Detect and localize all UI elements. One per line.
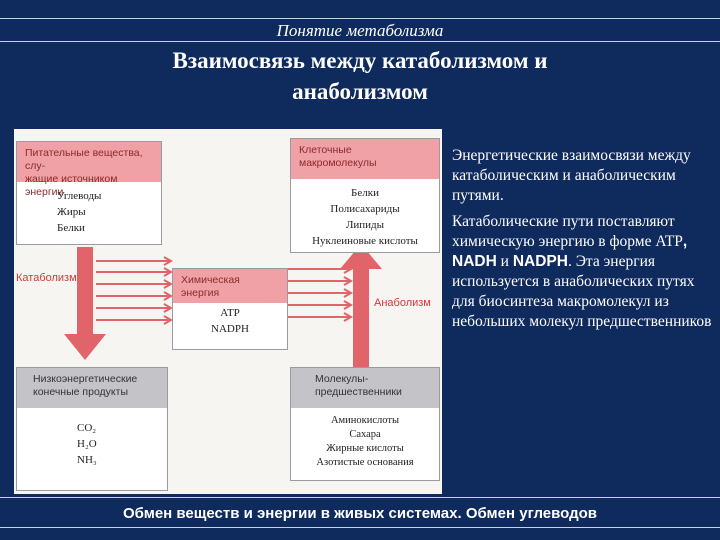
page-title-line-1: Взаимосвязь между катаболизмом и [172, 48, 548, 73]
cell-macromolecules-list: Белки Полисахариды Липиды Нуклеиновые ки… [291, 179, 439, 255]
footer-rule-bottom [0, 527, 720, 528]
nutrient-item: Жиры [57, 206, 86, 218]
metabolism-diagram: Питательные вещества, слу- жащие источни… [14, 129, 442, 494]
top-rule [0, 18, 720, 19]
macromolecule-item: Липиды [345, 219, 385, 231]
product-item: NH₃ [77, 454, 97, 466]
nutrients-box: Питательные вещества, слу- жащие источни… [16, 141, 162, 245]
footer-rule-top [0, 497, 720, 498]
description-paragraph-1: Энергетические взаимосвязи между катабол… [452, 147, 691, 204]
product-item: H₂O [77, 438, 97, 450]
section-rule [0, 41, 720, 42]
description-paragraph-2-tail: . Эта энергия используется в анаболическ… [452, 253, 712, 330]
precursors-list: Аминокислоты Сахара Жирные кислоты Азоти… [291, 408, 439, 476]
nutrient-item: Белки [57, 222, 85, 234]
energy-output-arrows [288, 264, 354, 322]
description-paragraph-2: Катаболические пути поставляют химическу… [452, 213, 712, 330]
section-title: Понятие метаболизма [276, 21, 444, 40]
description: Энергетические взаимосвязи между катабол… [452, 146, 716, 338]
anabolism-arrow [340, 244, 382, 379]
precursors-header-line-1: Молекулы- [315, 373, 369, 385]
product-item: CO₂ [77, 422, 97, 434]
nutrients-list: Углеводы Жиры Белки [17, 182, 161, 242]
chemical-energy-header-line-2: энергия [181, 287, 220, 299]
nutrients-header: Питательные вещества, слу- жащие источни… [17, 142, 161, 198]
low-energy-products-box: Низкоэнергетические конечные продукты CO… [16, 367, 168, 491]
chemical-energy-header-line-1: Химическая [181, 274, 240, 286]
low-energy-products-header-line-2: конечные продукты [33, 386, 128, 398]
precursor-item: Азотистые основания [316, 457, 414, 468]
low-energy-products-header: Низкоэнергетические конечные продукты [17, 368, 167, 408]
energy-carrier: ATP [220, 307, 240, 319]
chemical-energy-box: Химическая энергия ATP NADPH [172, 268, 288, 350]
cell-macromolecules-box: Клеточные макромолекулы Белки Полисахари… [290, 138, 440, 253]
anabolism-label: Анаболизм [374, 297, 431, 309]
cell-macromolecules-header: Клеточные макромолекулы [291, 139, 439, 179]
precursors-box: Молекулы- предшественники Аминокислоты С… [290, 367, 440, 481]
precursor-item: Сахара [349, 429, 381, 440]
precursors-header-line-2: предшественники [315, 386, 402, 398]
chemical-energy-header: Химическая энергия [173, 269, 287, 303]
energy-carrier: NADPH [211, 323, 249, 335]
precursor-item: Жирные кислоты [326, 443, 404, 454]
cell-macromolecules-header-line-1: Клеточные [299, 144, 352, 156]
macromolecule-item: Нуклеиновые кислоты [312, 235, 418, 247]
energy-input-arrows [96, 256, 174, 325]
low-energy-products-header-line-1: Низкоэнергетические [33, 373, 138, 385]
nutrients-header-line-1: Питательные вещества, слу- [25, 147, 143, 172]
nadh-term: NADH [452, 253, 497, 270]
nadph-term: NADPH [512, 253, 568, 270]
page-title: Взаимосвязь между катаболизмом и анаболи… [60, 45, 660, 107]
macromolecule-item: Белки [351, 187, 379, 199]
macromolecule-item: Полисахариды [330, 203, 400, 215]
chemical-energy-list: ATP NADPH [173, 303, 287, 343]
precursor-item: Аминокислоты [330, 415, 400, 426]
nutrient-item: Углеводы [57, 190, 102, 202]
cell-macromolecules-header-line-2: макромолекулы [299, 157, 377, 169]
footer-title: Обмен веществ и энергии в живых системах… [122, 505, 598, 522]
catabolism-arrow [64, 247, 106, 360]
page-title-line-2: анаболизмом [292, 79, 428, 104]
catabolism-label: Катаболизм [16, 272, 77, 284]
diagram-arrows [64, 244, 382, 379]
nutrients-header-line-2: жащие источником энергии [25, 173, 118, 198]
precursors-header: Молекулы- предшественники [291, 368, 439, 408]
low-energy-products-list: CO₂ H₂O NH₃ [17, 408, 167, 474]
